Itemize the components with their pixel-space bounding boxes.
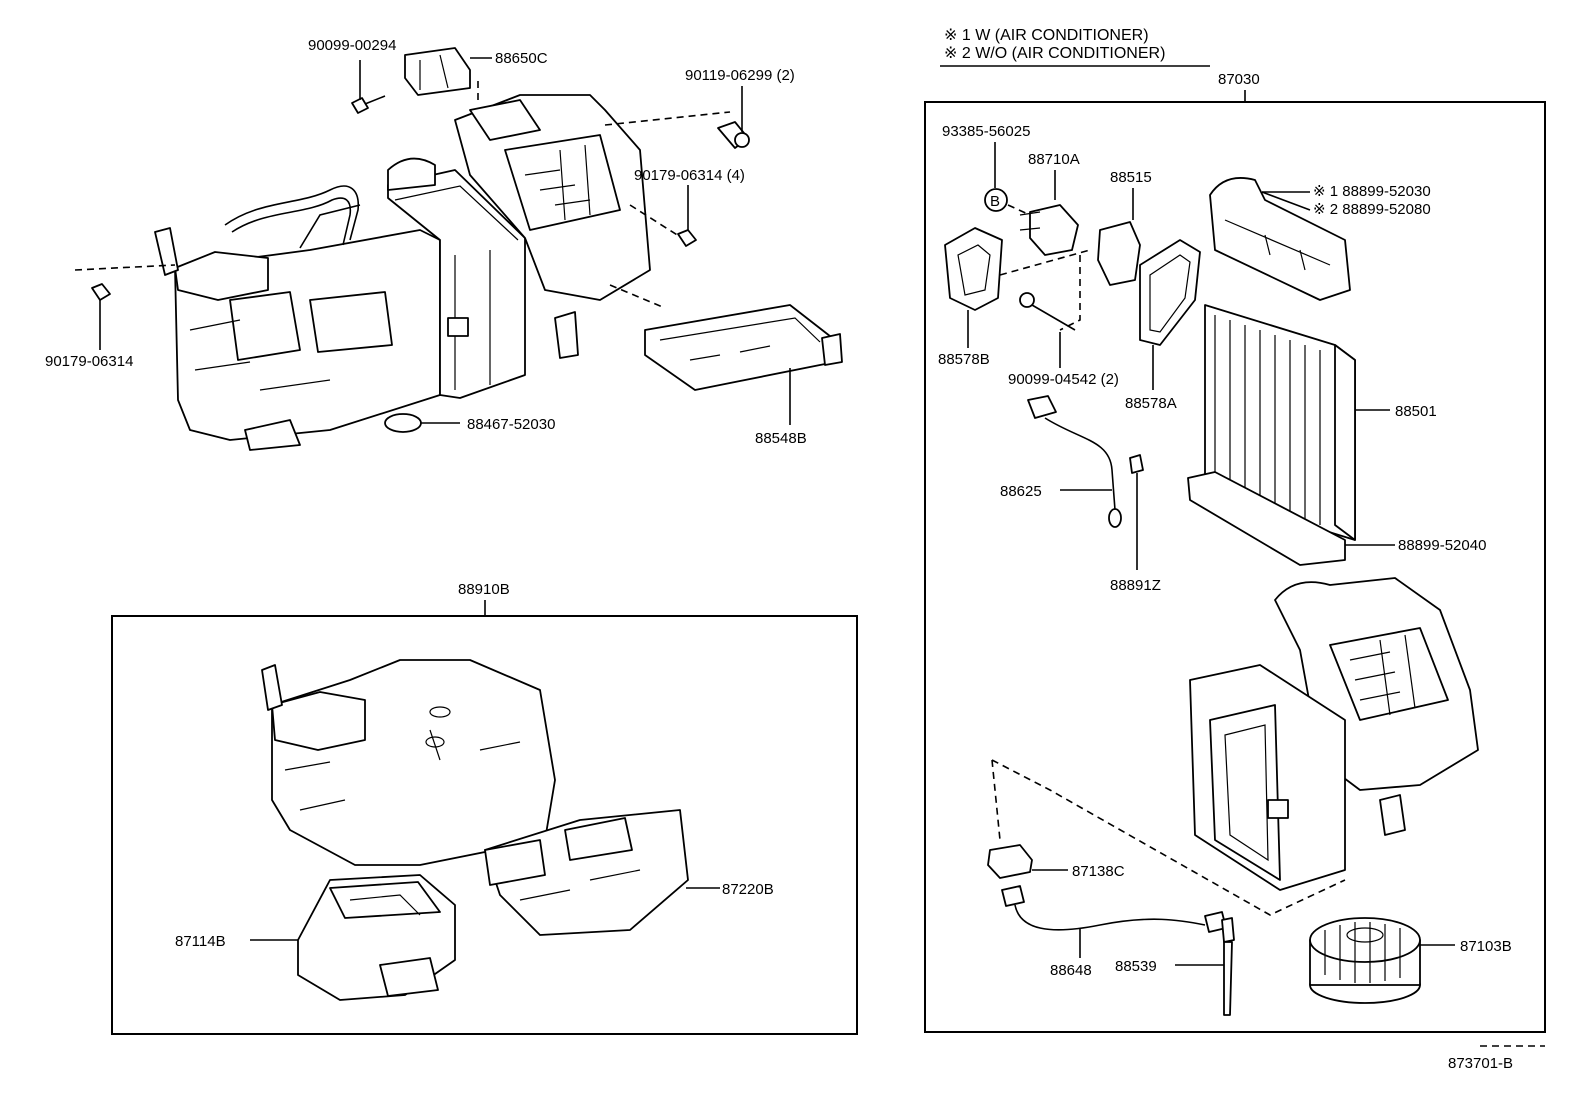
heater-case-front-block (229, 291, 301, 361)
sensor-rod-head (1221, 917, 1235, 943)
bolt-icon-evaporator (1019, 292, 1035, 308)
callout-88467-52030: 88467-52030 (467, 416, 555, 433)
box-88910b-frame (111, 615, 858, 1035)
thermistor-connector (1027, 395, 1057, 419)
harness-connector (1001, 885, 1025, 907)
callout-88650c: 88650C (495, 50, 548, 67)
heater-case-foot (244, 419, 301, 451)
clip-88650c (404, 47, 471, 96)
callout-88548b: 88548B (755, 430, 807, 447)
callout-93385-56025: 93385-56025 (942, 123, 1030, 140)
callout-90179-06314-4: 90179-06314 (4) (634, 167, 745, 184)
fasteners-top (91, 47, 750, 433)
seal-88578b (944, 227, 1003, 311)
heater-pipe-2 (299, 204, 361, 249)
callout-87030: 87030 (1218, 71, 1260, 88)
temperature-sensor (1129, 454, 1144, 474)
legend-note-1: ※ 1 W (AIR CONDITIONER) (944, 27, 1149, 44)
seal-88578a (1139, 239, 1201, 346)
air-filter-88548b (644, 304, 843, 425)
callout-87220b: 87220B (722, 881, 774, 898)
callout-88625: 88625 (1000, 483, 1042, 500)
blower-upper-case (1209, 177, 1351, 301)
grommet-icon (384, 413, 422, 433)
callout-88515: 88515 (1110, 169, 1152, 186)
callout-88910b: 88910B (458, 581, 510, 598)
callout-90119-06299: 90119-06299 (2) (685, 67, 795, 84)
callout-88899-52080: ※ 2 88899-52080 (1313, 201, 1431, 218)
legend-note-2: ※ 2 W/O (AIR CONDITIONER) (944, 45, 1165, 62)
blower-duct-top (387, 157, 436, 191)
heater-core-case-top (271, 691, 366, 751)
figure-id: 873701-B (1448, 1055, 1513, 1072)
main-heater-assembly (74, 80, 731, 451)
callout-88539: 88539 (1115, 958, 1157, 975)
callout-90179-06314: 90179-06314 (45, 353, 133, 370)
callout-87114b: 87114B (175, 933, 226, 950)
heater-core-case (271, 659, 556, 866)
callout-88710a: 88710A (1028, 151, 1080, 168)
box-87030: 87030 93385-56025 B 88710A 88515 ※ 1 888… (924, 71, 1546, 1033)
heater-pipe-1 (224, 185, 359, 241)
box-87030-frame (924, 101, 1546, 1033)
lower-intake-grille (1329, 627, 1449, 721)
callout-88899-52040: 88899-52040 (1398, 537, 1486, 554)
nut-icon (677, 229, 697, 247)
wire-harness (1014, 904, 1206, 931)
nut-icon-left (91, 283, 111, 301)
heater-case-bracket (154, 227, 179, 276)
reference-b-marker (984, 188, 1008, 212)
callout-88648: 88648 (1050, 962, 1092, 979)
drain-tray (1187, 471, 1346, 566)
blower-fan (1309, 917, 1421, 963)
callout-90099-00294: 90099-00294 (308, 37, 396, 54)
heater-case-top-block (174, 251, 269, 301)
screw-icon (351, 97, 369, 114)
callout-88501: 88501 (1395, 403, 1437, 420)
thermistor-block (1097, 221, 1141, 286)
callout-87138c: 87138C (1072, 863, 1125, 880)
callout-88578b: 88578B (938, 351, 990, 368)
intake-top-lip (469, 99, 541, 141)
blower-resistor (987, 844, 1033, 879)
callout-88578a: 88578A (1125, 395, 1177, 412)
callout-88891z: 88891Z (1110, 577, 1161, 594)
callout-88899-52030: ※ 1 88899-52030 (1313, 183, 1431, 200)
thermistor-wire (1044, 417, 1116, 511)
callout-87103b: 87103B (1460, 938, 1512, 955)
box-88910b: 88910B 87220B 87114B (111, 581, 858, 1035)
reference-b-label: B (990, 193, 1000, 210)
heater-case-mode-block (309, 291, 393, 353)
callout-90099-04542: 90099-04542 (2) (1008, 371, 1119, 388)
expansion-valve (1029, 204, 1079, 256)
sensor-rod (1223, 941, 1233, 1016)
blower-case (387, 169, 526, 399)
legend: ※ 1 W (AIR CONDITIONER) ※ 2 W/O (AIR CON… (940, 27, 1210, 67)
